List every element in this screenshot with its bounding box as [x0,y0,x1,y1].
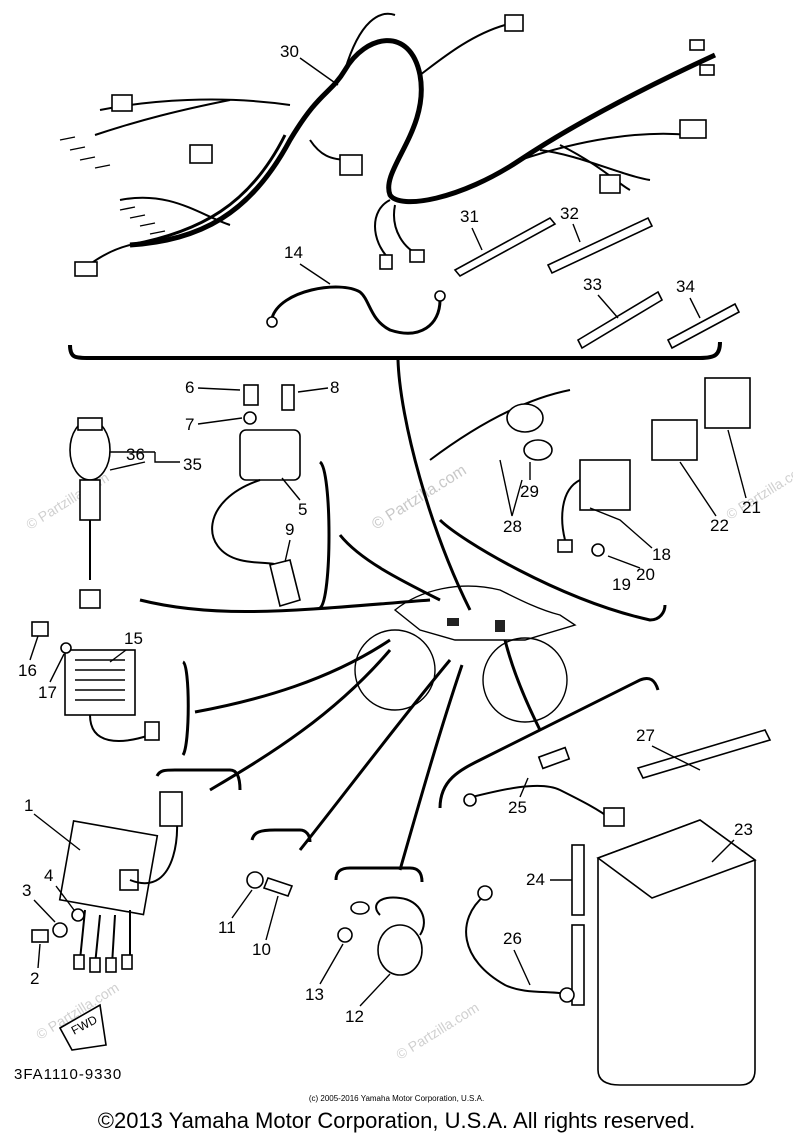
callout-35: 35 [183,455,202,474]
callout-8: 8 [330,378,339,397]
callout-31: 31 [460,207,479,226]
callout-11: 11 [218,918,236,937]
callout-14: 14 [284,243,303,262]
callout-26: 26 [503,929,522,948]
lead-wire-14 [266,285,446,335]
callout-1: 1 [24,796,33,815]
callout-2: 2 [30,969,39,988]
copyright-main: ©2013 Yamaha Motor Corporation, U.S.A. A… [97,1108,696,1133]
callout-36: 36 [126,445,145,464]
callout-34: 34 [676,277,695,296]
motorcycle [354,585,577,723]
ignition-coil [211,384,301,608]
callout-20: 20 [636,565,655,584]
wire-harness [59,12,717,277]
callout-33: 33 [583,275,602,294]
callout-4: 4 [44,866,53,885]
callout-17: 17 [38,683,57,702]
battery-group [438,676,772,1086]
callout-18: 18 [652,545,671,564]
copyright-small: (c) 2005-2016 Yamaha Motor Corporation, … [308,1094,485,1103]
callout-29: 29 [520,482,539,501]
callouts: 30 31 32 33 34 14 6 7 8 5 9 36 35 29 28 … [18,42,761,1026]
callout-19: 19 [612,575,631,594]
cdi-unit [31,768,242,973]
part-code: 3FA1110-9330 [14,1066,123,1083]
callout-15: 15 [124,629,143,648]
callout-27: 27 [636,726,655,745]
callout-12: 12 [345,1007,364,1026]
starter-relay [334,866,425,976]
callout-16: 16 [18,661,37,680]
sensor-10-11 [246,828,312,897]
fwd-arrow: FWD [58,1003,107,1051]
callout-30: 30 [280,42,299,61]
callout-24: 24 [526,870,545,889]
upper-bracket [68,341,722,360]
callout-22: 22 [710,516,729,535]
callout-28: 28 [503,517,522,536]
callout-10: 10 [252,940,271,959]
callout-6: 6 [185,378,194,397]
callout-13: 13 [305,985,324,1004]
callout-9: 9 [285,520,294,539]
callout-23: 23 [734,820,753,839]
callout-32: 32 [560,204,579,223]
callout-25: 25 [508,798,527,817]
cable-ties [453,216,741,350]
rectifier [31,621,190,756]
callout-5: 5 [298,500,307,519]
callout-21: 21 [742,498,761,517]
watermark-lower-center: © Partzilla.com [393,999,481,1063]
main-switch [69,417,180,609]
callout-3: 3 [22,881,31,900]
callout-7: 7 [185,415,194,434]
relays [429,377,751,557]
